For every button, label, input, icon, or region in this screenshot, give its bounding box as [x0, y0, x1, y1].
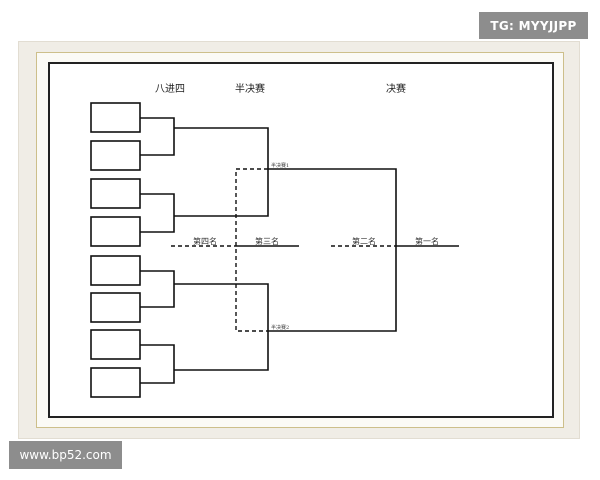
bracket-line-qf1	[140, 117, 175, 156]
bracket-line-qf2	[140, 193, 175, 233]
team-slot-3[interactable]	[90, 178, 141, 209]
watermark-top: TG: MYYJJPP	[479, 12, 588, 39]
team-slot-7[interactable]	[90, 329, 141, 360]
bracket-line-sf1	[174, 127, 269, 217]
header-semifinal: 半决赛	[235, 82, 265, 95]
label-third: 第三名	[255, 236, 279, 246]
label-first: 第一名	[415, 236, 439, 246]
header-final: 决赛	[386, 82, 406, 95]
bracket-line-qf3	[140, 270, 175, 308]
team-slot-4[interactable]	[90, 216, 141, 247]
team-slot-5[interactable]	[90, 255, 141, 286]
bracket-line-final	[268, 168, 397, 332]
watermark-bottom: www.bp52.com	[9, 441, 122, 469]
team-slot-1[interactable]	[90, 102, 141, 133]
label-second: 第二名	[352, 236, 376, 246]
team-slot-8[interactable]	[90, 367, 141, 398]
team-slot-2[interactable]	[90, 140, 141, 171]
bracket-line-qf4	[140, 344, 175, 384]
tag-semifinal-1: 半决赛1	[271, 162, 289, 169]
tag-semifinal-2: 半决赛2	[271, 324, 289, 331]
header-round1: 八进四	[155, 83, 185, 95]
losers-bracket-dashed	[235, 168, 268, 332]
label-fourth: 第四名	[193, 236, 217, 246]
bracket-line-sf2	[174, 283, 269, 371]
team-slot-6[interactable]	[90, 292, 141, 323]
